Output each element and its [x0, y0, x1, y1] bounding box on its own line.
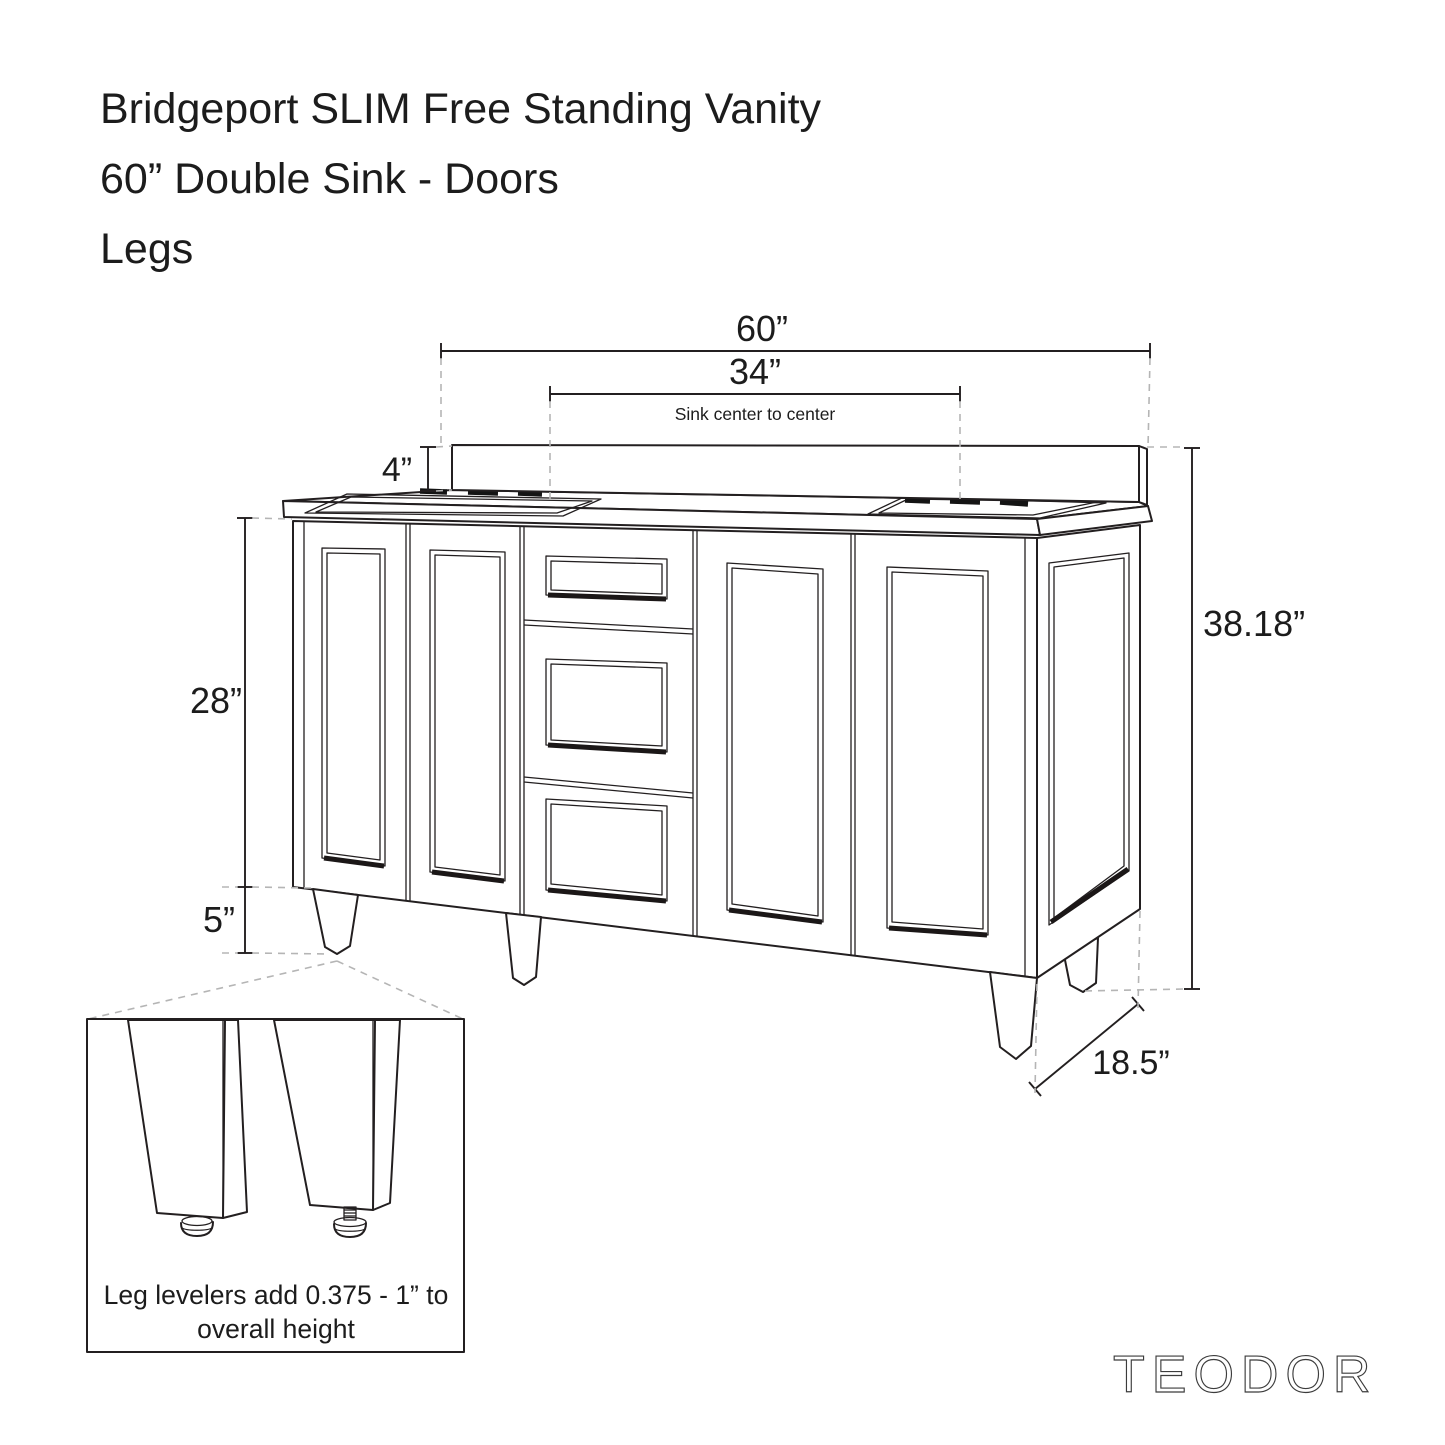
- door-1-panel: [321, 547, 386, 869]
- cabinet-right-side: [1036, 524, 1141, 979]
- front-right-leg: [989, 971, 1038, 1060]
- dim-overall-height: 38.18”: [1084, 446, 1305, 992]
- door-2-panel: [429, 549, 506, 884]
- countertop-right-edge: [1036, 505, 1153, 536]
- vanity-drawing: [282, 444, 1153, 1060]
- door-4-panel: [886, 566, 989, 938]
- dim-width-label: 60”: [736, 308, 788, 349]
- side-panel-shadow: [1049, 866, 1130, 925]
- backsplash-right-return: [1138, 445, 1148, 506]
- leg-leveler-screw: [343, 1206, 357, 1221]
- inset-leader-right: [336, 960, 464, 1020]
- faucet-holes-right: [904, 497, 1029, 507]
- drawer-2-panel: [545, 658, 668, 755]
- dim-depth: 18.5”: [1028, 910, 1170, 1097]
- page-title-line1: Bridgeport SLIM Free Standing Vanity: [100, 85, 822, 133]
- backsplash: [451, 444, 1148, 506]
- page-title-line2: 60” Double Sink - Doors: [100, 155, 559, 203]
- inset-note-line2: overall height: [197, 1314, 355, 1344]
- dim-leg-height-label: 5”: [203, 899, 235, 940]
- dim-sink-spacing-note: Sink center to center: [675, 404, 836, 424]
- dimension-annotations: 60” 34” Sink center to center 4”: [190, 308, 1305, 1097]
- front-middle-leg: [505, 912, 542, 986]
- dim-width: 60”: [440, 308, 1151, 449]
- dim-backsplash-height: 4”: [382, 445, 453, 492]
- title-block: Bridgeport SLIM Free Standing Vanity 60”…: [100, 85, 822, 273]
- legs: [312, 888, 1038, 1060]
- dim-cabinet-height: 28”: [190, 517, 312, 889]
- front-seams: [405, 524, 856, 955]
- inset-border: [86, 1018, 465, 1353]
- leg-leveler-foot-right: [333, 1216, 367, 1238]
- dim-cabinet-height-label: 28”: [190, 680, 242, 721]
- leg-detail-inset: Leg levelers add 0.375 - 1” to overall h…: [86, 960, 465, 1353]
- dim-sink-spacing-label: 34”: [729, 351, 781, 392]
- dim-depth-label: 18.5”: [1092, 1044, 1170, 1082]
- inset-left-leg: [127, 1019, 248, 1237]
- drawer-3-panel: [545, 798, 668, 904]
- sink-left: [304, 493, 602, 517]
- dim-backsplash-label: 4”: [382, 451, 412, 489]
- drawer-rails: [523, 619, 694, 799]
- inset-right-leg: [273, 1019, 401, 1238]
- brand-logo: TEODOR: [1113, 1346, 1377, 1404]
- cabinet-front: [292, 520, 1038, 979]
- door-3-panel: [726, 562, 824, 925]
- leg-leveler-foot-left: [180, 1215, 214, 1237]
- front-left-leg: [312, 888, 359, 955]
- dim-sink-spacing: 34” Sink center to center: [549, 351, 961, 503]
- dim-leg-height: 5”: [203, 887, 331, 955]
- drawer-1-panel: [545, 555, 668, 602]
- inset-leader-left: [87, 960, 338, 1020]
- dim-overall-height-label: 38.18”: [1203, 603, 1305, 644]
- inset-note-line1: Leg levelers add 0.375 - 1” to: [104, 1280, 449, 1310]
- page-title-line3: Legs: [100, 225, 193, 273]
